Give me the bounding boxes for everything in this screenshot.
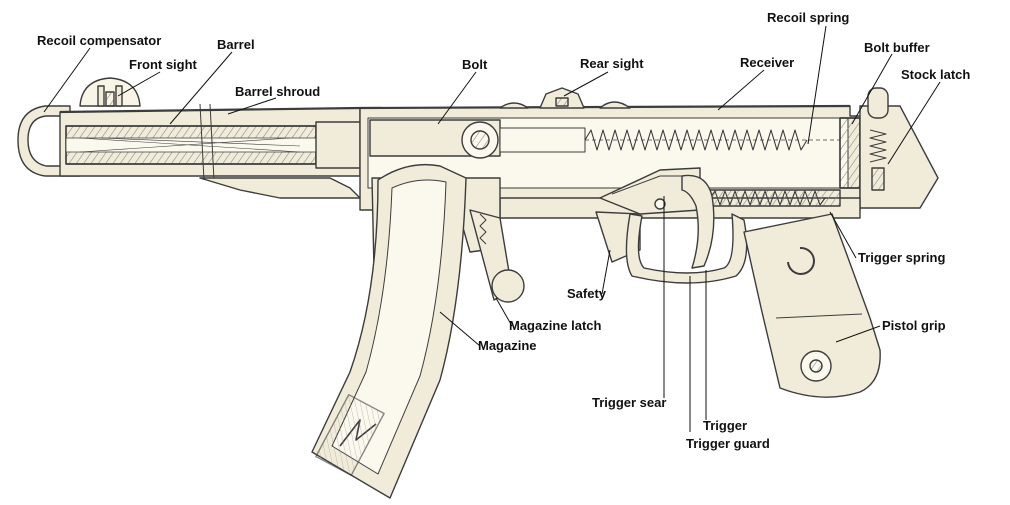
label-recoil-compensator: Recoil compensator — [37, 33, 161, 48]
pistol-grip-shape — [743, 213, 881, 398]
label-trigger-guard: Trigger guard — [686, 436, 770, 451]
label-magazine: Magazine — [478, 338, 537, 353]
barrel-shape — [65, 121, 361, 169]
bolt-buffer-shape — [839, 117, 861, 189]
label-front-sight: Front sight — [129, 57, 198, 72]
rear-sight-shape — [539, 87, 585, 109]
leader-lines — [43, 25, 941, 432]
label-barrel: Barrel — [217, 37, 255, 52]
bolt-shape — [369, 119, 586, 159]
label-receiver: Receiver — [740, 55, 794, 70]
label-trigger: Trigger — [703, 418, 747, 433]
label-barrel-shroud: Barrel shroud — [235, 84, 320, 99]
labels: Recoil compensator Barrel Front sight Ba… — [37, 10, 970, 451]
recoil-spring-shape — [584, 129, 808, 151]
front-sight-shape — [79, 77, 141, 107]
weapon-drawing — [17, 77, 939, 499]
label-stock-latch: Stock latch — [901, 67, 970, 82]
label-trigger-sear: Trigger sear — [592, 395, 666, 410]
label-bolt: Bolt — [462, 57, 488, 72]
stock-latch-shape — [859, 87, 939, 209]
label-magazine-latch: Magazine latch — [509, 318, 602, 333]
label-safety: Safety — [567, 286, 607, 301]
label-trigger-spring: Trigger spring — [858, 250, 945, 265]
magazine-latch-shape — [469, 209, 525, 303]
trigger-spring-shape — [709, 190, 826, 206]
label-recoil-spring: Recoil spring — [767, 10, 849, 25]
label-bolt-buffer: Bolt buffer — [864, 40, 930, 55]
label-rear-sight: Rear sight — [580, 56, 644, 71]
trigger-guard-shape — [625, 213, 748, 284]
trigger-shape — [681, 174, 715, 269]
label-pistol-grip: Pistol grip — [882, 318, 946, 333]
